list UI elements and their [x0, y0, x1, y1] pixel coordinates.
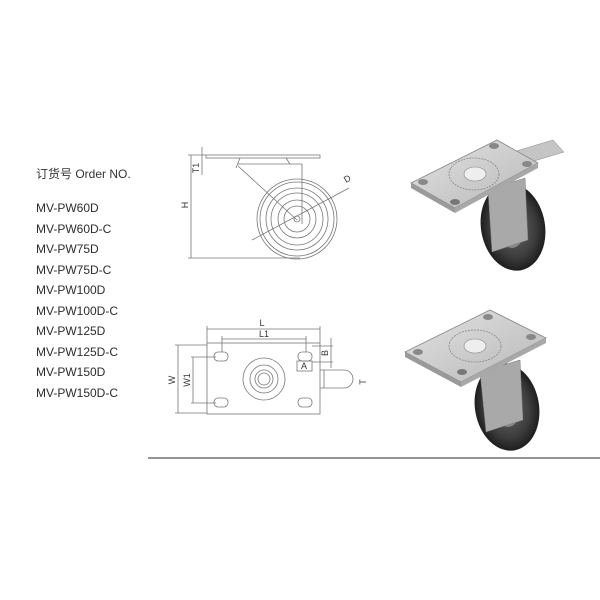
- order-item: MV-PW100D-C: [36, 303, 119, 318]
- order-item: MV-PW75D: [36, 242, 99, 256]
- slot-b-label: B: [320, 350, 330, 356]
- order-item: MV-PW100D: [36, 283, 106, 297]
- caster-image: [404, 309, 547, 451]
- order-item: MV-PW75D-C: [36, 262, 112, 277]
- top-view-drawing: [175, 326, 354, 415]
- side-view-drawing: [188, 147, 350, 260]
- order-item: MV-PW150D: [36, 365, 106, 379]
- hole-spacing-length-label: L1: [259, 329, 269, 339]
- diameter-label: D: [342, 173, 353, 185]
- slot-a-label: A: [301, 361, 307, 371]
- order-number-list: 订货号 Order NO. MV-PW60D MV-PW60D-C MV-PW7…: [36, 167, 131, 403]
- width-label: W: [167, 375, 177, 384]
- hole-spacing-width-label: W1: [182, 373, 192, 387]
- order-item: MV-PW60D-C: [36, 221, 112, 236]
- order-item: MV-PW150D-C: [36, 385, 119, 400]
- order-item: MV-PW125D: [36, 324, 106, 338]
- caster-with-brake-image: [410, 139, 565, 271]
- order-item: MV-PW125D-C: [36, 344, 119, 359]
- height-label: H: [180, 202, 190, 209]
- brake-label: T: [358, 379, 368, 385]
- plate-thickness-label: T1: [191, 163, 201, 174]
- length-label: L: [259, 318, 264, 328]
- order-number-heading: 订货号 Order NO.: [36, 167, 131, 181]
- order-item: MV-PW60D: [36, 201, 99, 215]
